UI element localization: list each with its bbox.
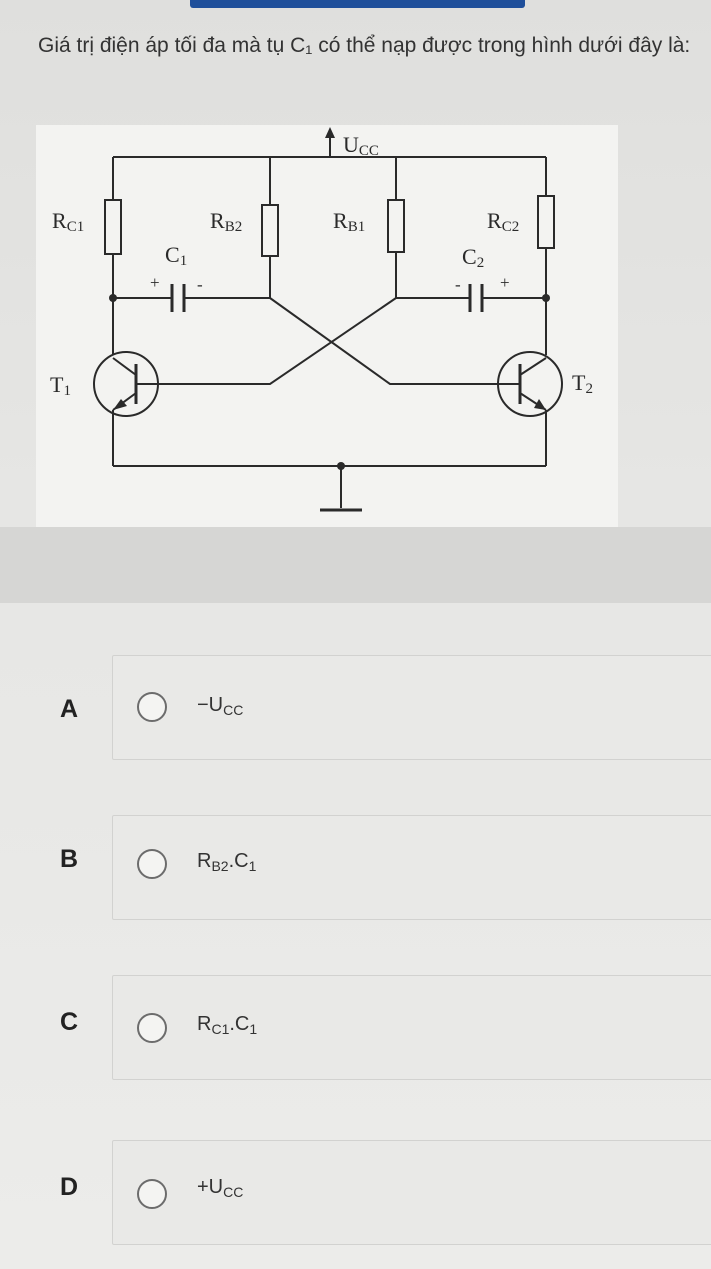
resistor-rb1 <box>387 199 405 253</box>
top-progress-bar <box>190 0 525 8</box>
question-text: Giá trị điện áp tối đa mà tụ C₁ có thể n… <box>38 34 691 57</box>
option-a-radio[interactable] <box>137 692 167 722</box>
vcc-arrow-head <box>325 127 335 138</box>
label-t2: T2 <box>572 370 593 397</box>
option-d-row[interactable]: D +UCC <box>0 1140 711 1245</box>
junction-c1-left <box>109 294 117 302</box>
c2-minus-sign: - <box>455 275 461 294</box>
option-d-text: +UCC <box>197 1176 244 1200</box>
option-b-letter: B <box>60 845 79 873</box>
resistor-rc2 <box>537 195 555 249</box>
transistor-t2 <box>497 351 563 417</box>
junction-c2-right <box>542 294 550 302</box>
label-rb2: RB2 <box>210 208 242 235</box>
circuit-figure: UCC RC1 RB2 RB1 RC2 C1 C2 T1 T2 + - - + <box>36 125 618 527</box>
label-c1: C1 <box>165 242 187 269</box>
option-c-radio[interactable] <box>137 1013 167 1043</box>
option-b-text: RB2.C1 <box>197 850 257 874</box>
option-b-row[interactable]: B RB2.C1 <box>0 815 711 920</box>
cross-wire-rb1-to-t1 <box>152 297 397 385</box>
option-a-card[interactable]: −UCC <box>112 655 711 760</box>
label-rc2: RC2 <box>487 208 519 235</box>
transistor-t1 <box>93 351 159 417</box>
option-a-letter: A <box>60 695 79 723</box>
resistor-rc1 <box>104 199 122 255</box>
junction-ground <box>337 462 345 470</box>
option-a-row[interactable]: A −UCC <box>0 655 711 760</box>
option-b-card[interactable]: RB2.C1 <box>112 815 711 920</box>
option-b-radio[interactable] <box>137 849 167 879</box>
circuit-diagram: UCC RC1 RB2 RB1 RC2 C1 C2 T1 T2 + - - + <box>50 127 593 512</box>
label-rb1: RB1 <box>333 208 365 235</box>
content-separator-band <box>0 527 711 603</box>
resistor-rb2 <box>261 204 279 257</box>
option-d-letter: D <box>60 1173 79 1201</box>
label-rc1: RC1 <box>52 208 84 235</box>
option-c-text: RC1.C1 <box>197 1013 258 1037</box>
c1-minus-sign: - <box>197 275 203 294</box>
cross-wire-rb2-to-t2 <box>269 297 506 385</box>
label-c2: C2 <box>462 244 484 271</box>
c1-plus-sign: + <box>150 273 160 292</box>
option-c-card[interactable]: RC1.C1 <box>112 975 711 1080</box>
option-a-text: −UCC <box>197 694 244 718</box>
c2-plus-sign: + <box>500 273 510 292</box>
option-d-radio[interactable] <box>137 1179 167 1209</box>
option-d-card[interactable]: +UCC <box>112 1140 711 1245</box>
t2-emitter-arrow <box>534 399 546 410</box>
option-c-letter: C <box>60 1008 79 1036</box>
t1-emitter-arrow <box>113 399 127 410</box>
label-t1: T1 <box>50 372 71 399</box>
option-c-row[interactable]: C RC1.C1 <box>0 975 711 1080</box>
label-ucc: UCC <box>343 132 379 159</box>
